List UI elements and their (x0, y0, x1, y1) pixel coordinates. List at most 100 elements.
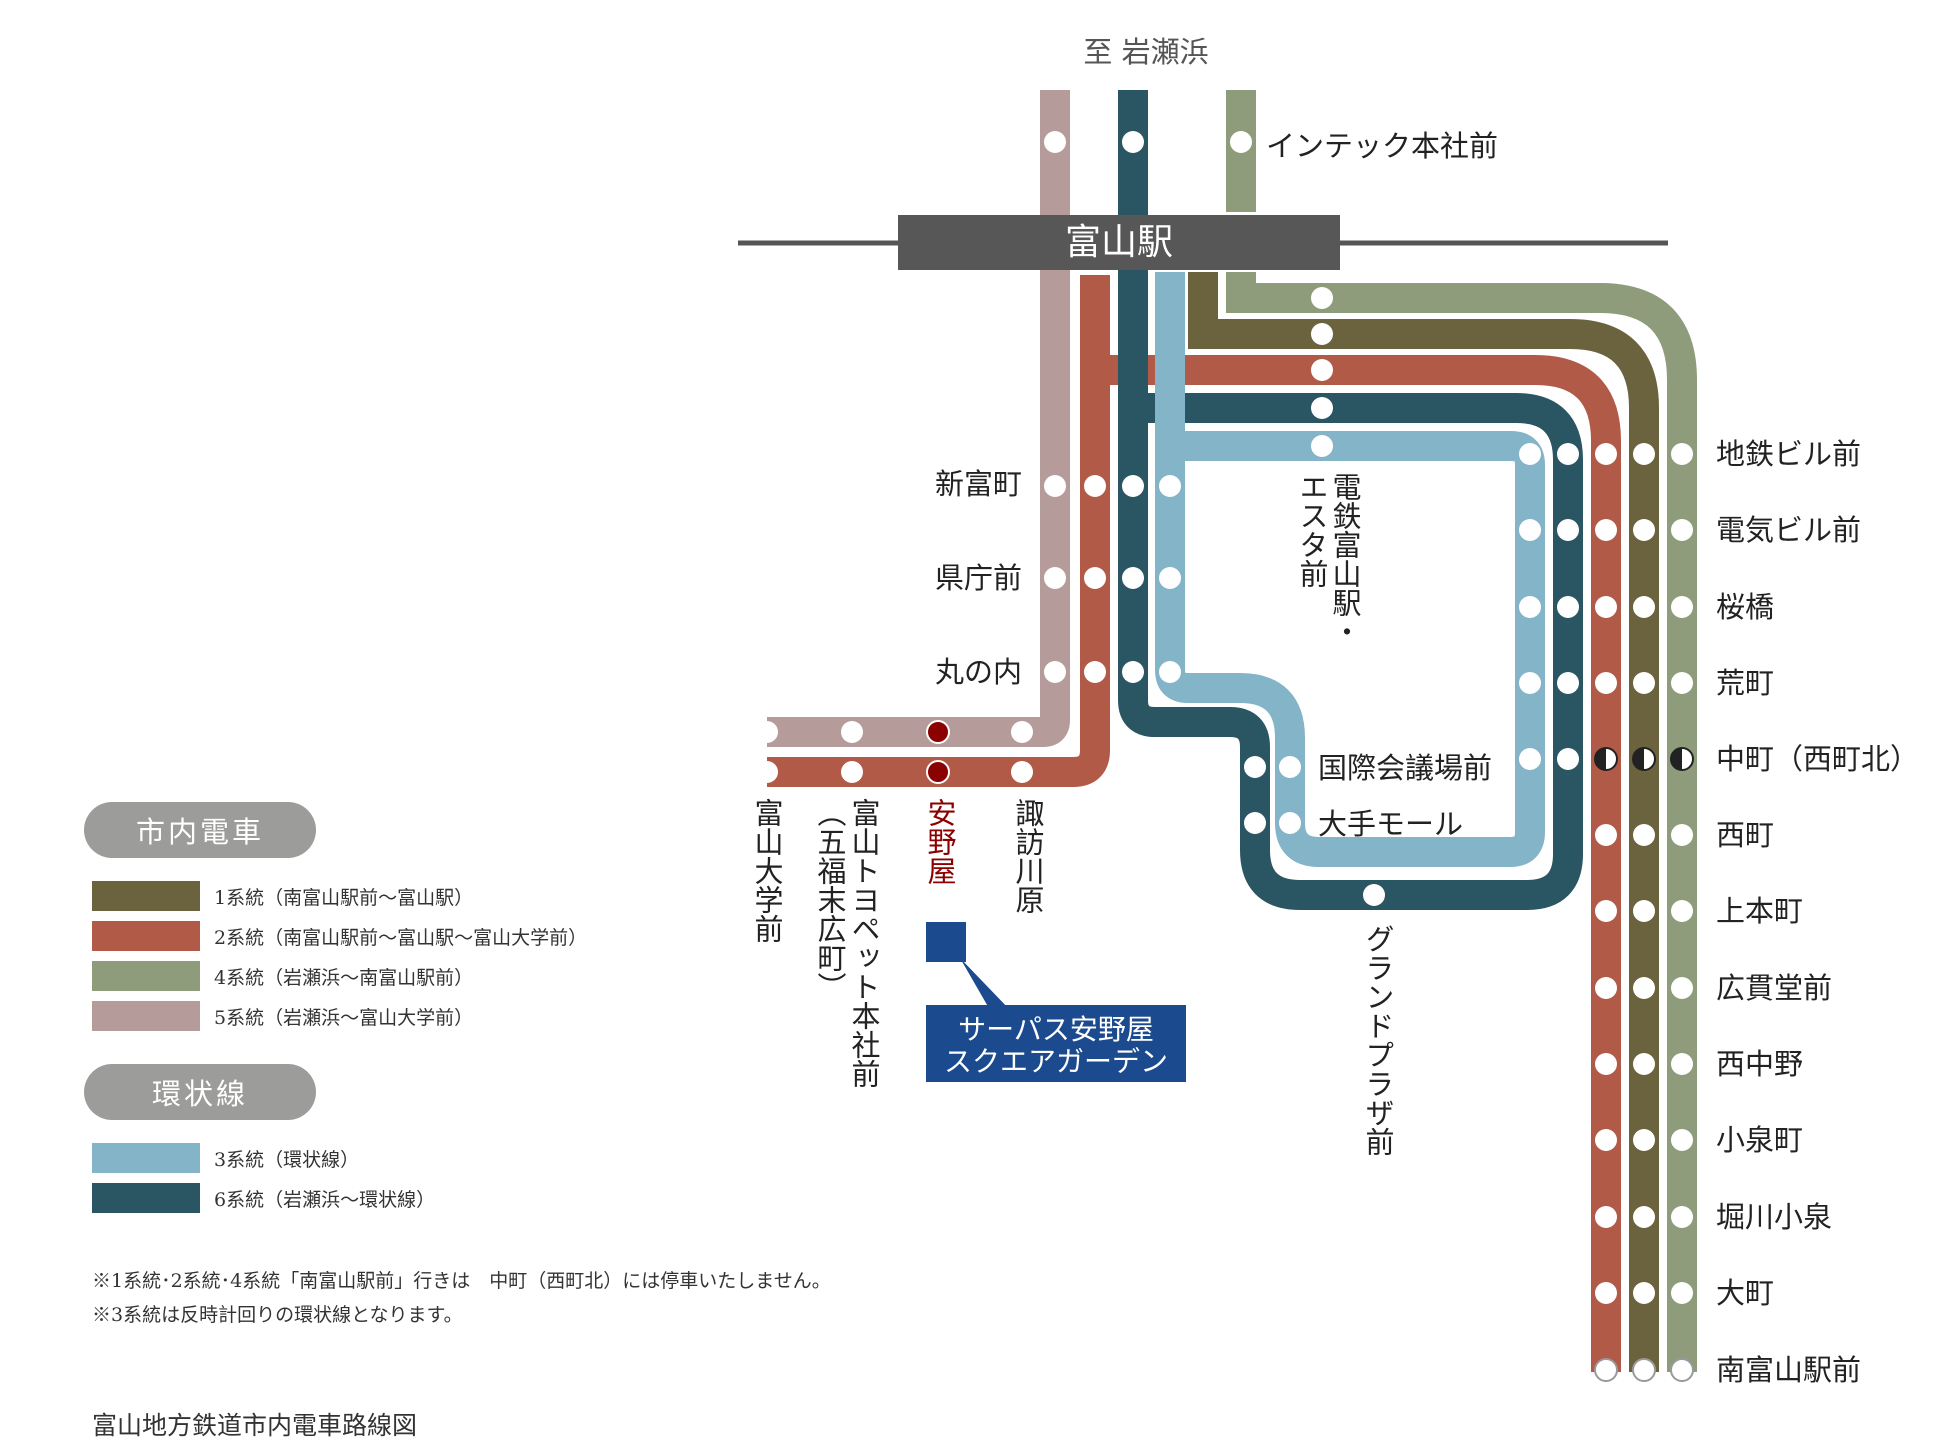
station-marker-south (1671, 824, 1693, 846)
station-marker-west (1084, 475, 1106, 497)
station-marker-south (1633, 443, 1655, 465)
station-marker-south (1633, 1206, 1655, 1228)
station-marker-south (1633, 1129, 1655, 1151)
station-marker-south (1671, 443, 1693, 465)
property-name-line2: スクエアガーデン (944, 1045, 1168, 1078)
station-marker-south (1595, 443, 1617, 465)
legend-loop-pill: 環状線 (84, 1064, 316, 1120)
station-marker-south (1671, 1053, 1693, 1075)
station-markers (756, 131, 1694, 1382)
partial-stop-marker (1632, 747, 1656, 771)
station-marker-south (1595, 519, 1617, 541)
south-station-labels: 地鉄ビル前電気ビル前桜橋荒町中町（西町北）西町上本町広貫堂前西中野小泉町堀川小泉… (1716, 437, 1919, 1387)
property-box (926, 1005, 1186, 1082)
station-marker-otemall (1244, 812, 1266, 834)
station-label-toyopet: 富山トヨペット本社前 (847, 798, 881, 1088)
map-caption: 富山地方鉄道市内電車路線図 (92, 1411, 418, 1440)
station-marker-line6-north (1122, 131, 1144, 153)
station-marker-south (1595, 1129, 1617, 1151)
station-marker-terminal (1632, 1358, 1656, 1382)
legend-item-line3: 3系統（環状線） (92, 1142, 359, 1174)
station-marker-kokusai (1279, 756, 1301, 778)
station-label-grandplaza: グランドプラザ前 (1361, 924, 1395, 1156)
station-marker-branch (841, 761, 863, 783)
property-name-line1: サーパス安野屋 (958, 1013, 1154, 1046)
station-label-esta: エスタ前 (1295, 472, 1329, 588)
station-marker-kokusai (1244, 756, 1266, 778)
station-marker-branch (841, 721, 863, 743)
legend-item-line2: 2系統（南富山駅前〜富山駅〜富山大学前） (92, 920, 587, 952)
legend-swatch (92, 881, 200, 911)
station-marker-south (1595, 596, 1617, 618)
station-marker-south (1595, 900, 1617, 922)
property-callout-pointer (960, 958, 1010, 1010)
legend-swatch (92, 961, 200, 991)
line5-route (767, 90, 1070, 747)
station-marker-south (1633, 596, 1655, 618)
station-marker-south (1671, 672, 1693, 694)
station-label-south: 広貫堂前 (1716, 971, 1832, 1005)
station-marker-south (1633, 519, 1655, 541)
legend-swatch (92, 1143, 200, 1173)
station-marker-loop (1519, 443, 1541, 465)
legend-swatch (92, 921, 200, 951)
station-label-toyopet-alt: （五福末広町） (813, 798, 847, 1001)
station-marker-dentetsu (1311, 397, 1333, 419)
legend-swatch (92, 1001, 200, 1031)
station-marker-dentetsu (1311, 287, 1333, 309)
station-marker-west (1122, 567, 1144, 589)
line1-route (1188, 272, 1659, 1372)
station-marker-branch (1011, 721, 1033, 743)
station-marker-loop (1557, 672, 1579, 694)
property-marker (926, 922, 966, 962)
station-marker-south (1671, 1206, 1693, 1228)
station-marker-south (1671, 519, 1693, 541)
station-label-suwagawara: 諏訪川原 (1011, 798, 1045, 914)
station-marker-west (1159, 567, 1181, 589)
station-label-south: 南富山駅前 (1716, 1353, 1861, 1387)
station-marker-west (1044, 661, 1066, 683)
legend-item-line4: 4系統（岩瀬浜〜南富山駅前） (92, 960, 473, 992)
station-label-shintomicho: 新富町 (935, 467, 1022, 501)
station-marker-grandplaza (1363, 884, 1385, 906)
station-marker-south (1633, 1053, 1655, 1075)
station-marker-west (1122, 661, 1144, 683)
station-label-intec: インテック本社前 (1266, 129, 1498, 163)
legend-item-line1: 1系統（南富山駅前〜富山駅） (92, 880, 473, 912)
station-marker-otemall (1279, 812, 1301, 834)
station-marker-annoya (926, 720, 950, 744)
legend-loop-title: 環状線 (151, 1077, 248, 1111)
partial-stop-marker (1670, 747, 1694, 771)
legend-city-tram-title: 市内電車 (135, 815, 264, 849)
station-marker-intec (1230, 131, 1252, 153)
station-marker-annoya (926, 760, 950, 784)
line2-route-east (1095, 355, 1621, 1372)
station-marker-south (1633, 977, 1655, 999)
legend-swatch (92, 1183, 200, 1213)
station-marker-dentetsu (1311, 435, 1333, 457)
station-label-otemall: 大手モール (1318, 807, 1463, 841)
station-marker-south (1671, 900, 1693, 922)
station-marker-south (1595, 824, 1617, 846)
station-marker-branch (1011, 761, 1033, 783)
station-marker-dentetsu (1311, 323, 1333, 345)
legend-label: 4系統（岩瀬浜〜南富山駅前） (214, 966, 474, 989)
station-label-south: 中町（西町北） (1716, 742, 1919, 776)
legend-item-line5: 5系統（岩瀬浜〜富山大学前） (92, 1000, 473, 1032)
line2-route (767, 275, 1110, 787)
station-marker-south (1633, 1282, 1655, 1304)
line4-route (1226, 272, 1697, 1372)
station-marker-south (1671, 977, 1693, 999)
station-label-south: 地鉄ビル前 (1716, 437, 1861, 471)
station-marker-branch (756, 761, 778, 783)
station-marker-west (1084, 567, 1106, 589)
legend-label: 1系統（南富山駅前〜富山駅） (214, 886, 474, 909)
legend-label: 5系統（岩瀬浜〜富山大学前） (214, 1006, 474, 1029)
legend-label: 2系統（南富山駅前〜富山駅〜富山大学前） (214, 926, 588, 949)
station-marker-loop (1557, 596, 1579, 618)
station-marker-west (1084, 661, 1106, 683)
station-marker-line5-north (1044, 131, 1066, 153)
legend-item-line6: 6系統（岩瀬浜〜環状線） (92, 1182, 435, 1214)
note-1: ※1系統･2系統･4系統「南富山駅前」行きは 中町（西町北）には停車いたしません… (92, 1270, 831, 1292)
